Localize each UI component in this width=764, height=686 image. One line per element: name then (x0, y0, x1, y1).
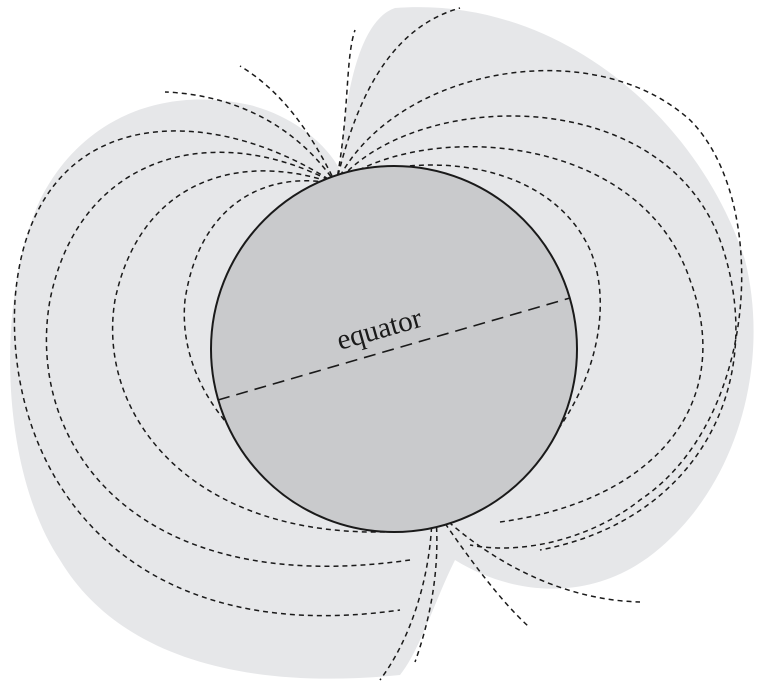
planet-body (211, 166, 577, 532)
